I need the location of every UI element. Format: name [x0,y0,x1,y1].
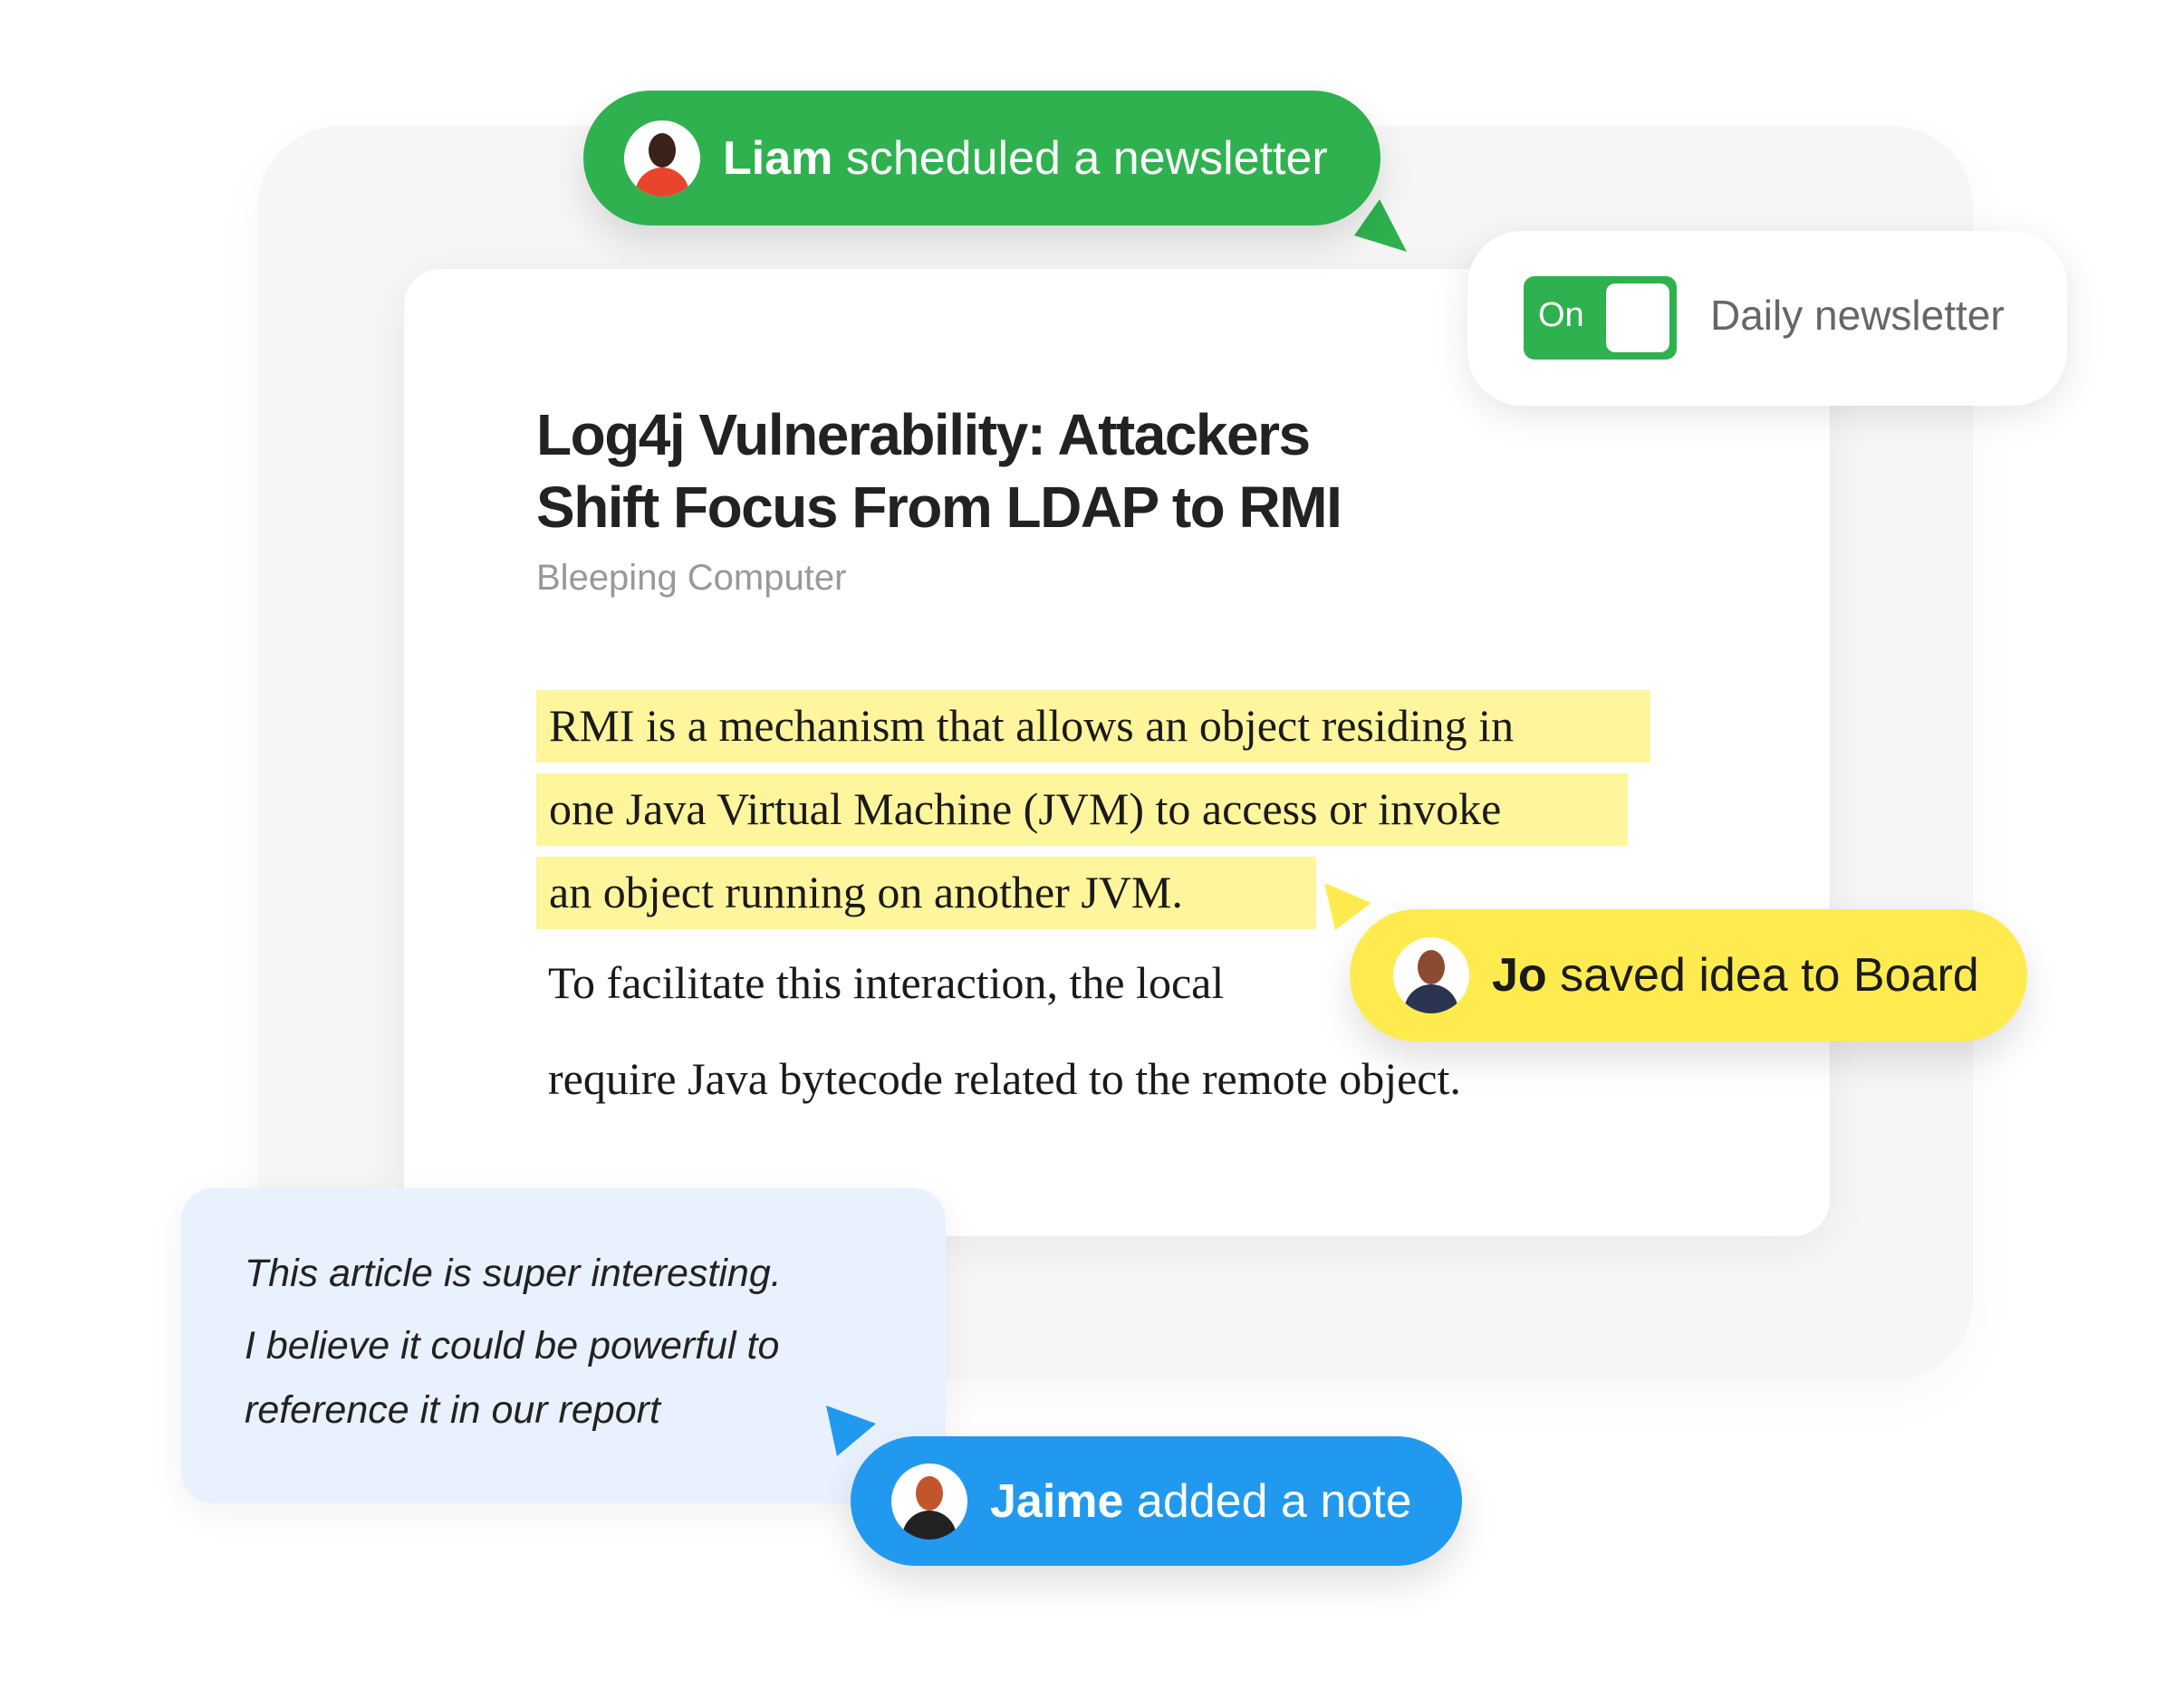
article-source: Bleeping Computer [536,558,847,598]
article-title-line: Log4j Vulnerability: Attackers [536,402,1311,467]
notification-user: Liam [723,131,833,185]
speech-tail-icon [826,1406,876,1456]
toggle-state: On [1538,296,1584,334]
highlighted-line: RMI is a mechanism that allows an object… [536,690,1650,763]
highlighted-line: an object running on another JVM. [536,857,1316,929]
article-title-line: Shift Focus From LDAP to RMI [536,475,1342,540]
note-line: reference it in our report [245,1388,660,1432]
notification-action: added a note [1136,1474,1412,1528]
toggle-label: Daily newsletter [1710,292,2005,339]
avatar-jo [1393,937,1469,1013]
avatar-jaime [891,1463,967,1540]
avatar-liam [624,120,700,197]
notification-action: scheduled a newsletter [845,131,1328,185]
notification-user: Jaime [990,1474,1124,1528]
notification-user: Jo [1492,949,1547,1002]
board-notification: Jo saved idea to Board [1350,909,2027,1041]
notification-action: saved idea to Board [1560,949,1979,1002]
speech-tail-icon [1354,199,1407,252]
note-notification: Jaime added a note [851,1436,1462,1566]
newsletter-notification: Liam scheduled a newsletter [583,91,1380,225]
highlighted-passage[interactable]: RMI is a mechanism that allows an object… [536,690,1650,929]
toggle-knob [1606,283,1669,352]
newsletter-toggle-card: On Daily newsletter [1467,231,2067,406]
speech-tail-icon [1324,883,1371,930]
note-line: I believe it could be powerful to [245,1324,780,1367]
article-title: Log4j Vulnerability: Attackers Shift Foc… [536,398,1442,543]
body-line: require Java bytecode related to the rem… [548,1053,1461,1104]
note-card[interactable]: This article is super interesting. I bel… [181,1188,946,1503]
highlighted-line: one Java Virtual Machine (JVM) to access… [536,773,1628,846]
body-line: To facilitate this interaction, the loca… [548,957,1225,1008]
daily-newsletter-toggle[interactable]: On [1524,276,1677,360]
note-line: This article is super interesting. [245,1252,782,1295]
